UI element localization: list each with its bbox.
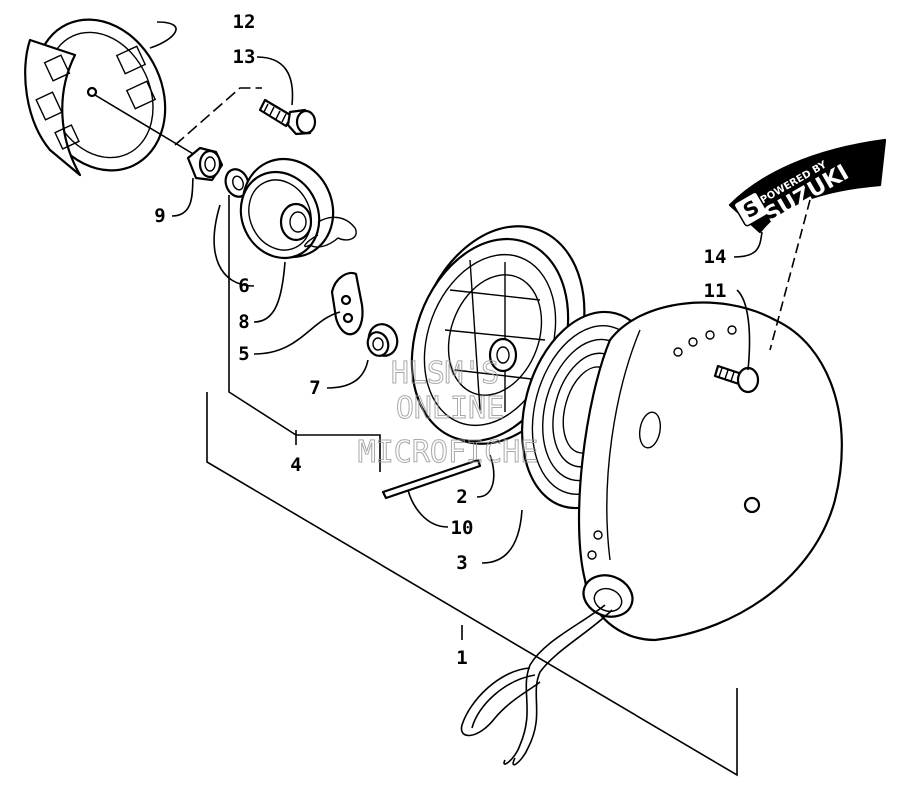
axis-dash-line — [174, 87, 262, 146]
callout-labels: 1 2 3 4 5 6 7 8 9 10 11 12 13 14 — [154, 11, 726, 669]
screw-part-11 — [713, 364, 760, 394]
leader-lines — [149, 21, 811, 777]
callout-14: 14 — [704, 246, 727, 268]
watermark: HLSM'S ONLINE MICROFICHE — [357, 356, 539, 471]
assembly-axis-line — [94, 94, 196, 156]
washer-part-6 — [224, 168, 250, 198]
callout-6: 6 — [238, 275, 249, 297]
callout-13: 13 — [233, 46, 256, 68]
starter-housing — [577, 301, 843, 642]
callout-7: 7 — [309, 377, 320, 399]
callout-8: 8 — [238, 311, 249, 333]
callout-3: 3 — [456, 552, 467, 574]
callout-4: 4 — [290, 454, 301, 476]
friction-plate-part-8 — [239, 157, 357, 260]
callout-1: 1 — [456, 647, 467, 669]
callout-11: 11 — [704, 280, 727, 302]
nut-part-9 — [186, 146, 224, 182]
callout-5: 5 — [238, 343, 249, 365]
callout-10: 10 — [451, 517, 474, 539]
watermark-line-1: HLSM'S — [391, 356, 499, 391]
rope-end-part-10 — [381, 458, 482, 500]
callout-12: 12 — [233, 11, 256, 33]
bolt-part-13 — [258, 98, 317, 136]
callout-9: 9 — [154, 205, 165, 227]
starter-rope — [460, 604, 613, 766]
suzuki-decal-part-14: S POWERED BY SUZUKI — [728, 138, 887, 234]
bushing-part-7 — [366, 323, 399, 357]
watermark-line-2: ONLINE — [396, 391, 504, 426]
callout-2: 2 — [456, 486, 467, 508]
ratchet-pawl-part-5 — [330, 271, 364, 336]
starter-cup-part-12 — [24, 18, 167, 177]
watermark-line-3: MICROFICHE — [358, 435, 539, 470]
